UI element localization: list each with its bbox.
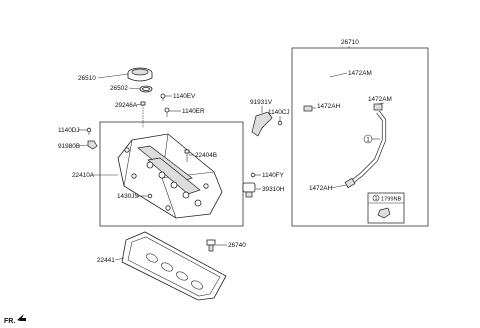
valve-cover-gasket [121, 231, 227, 301]
bolt-22404b [184, 149, 190, 162]
label-1140ER: 1140ER [182, 108, 205, 115]
callout-detail-box: 1 1799NB [367, 192, 405, 224]
label-22404B: 22404B [195, 152, 217, 159]
valve-cover [117, 133, 223, 219]
label-1472AM-right: 1472AM [368, 96, 392, 103]
ventilation-hose-group-box [291, 47, 429, 227]
bolt-1140ev [160, 93, 166, 101]
label-1140EV: 1140EV [173, 93, 196, 100]
label-29246A: 29246A [115, 102, 138, 109]
label-1140FY: 1140FY [262, 172, 285, 179]
bracket-91931v [251, 111, 273, 137]
valve-cover-group-box [99, 121, 244, 227]
clip-1799nb [377, 207, 391, 219]
label-1472AH-left: 1472AH [317, 103, 340, 110]
front-arrow-icon [17, 314, 26, 321]
bolt-1140cj [277, 120, 283, 126]
bolt-1140er [164, 107, 170, 117]
label-1140DJ: 1140DJ [58, 127, 80, 134]
bolt-1140fy [250, 172, 256, 178]
label-26710: 26710 [341, 39, 359, 46]
bolt-1140dj [86, 127, 92, 135]
label-22441: 22441 [97, 257, 115, 264]
fr-label: FR. [4, 318, 15, 325]
label-91931V: 91931V [250, 99, 273, 106]
label-26502: 26502 [110, 85, 128, 92]
detail-number: 1 [375, 196, 378, 202]
clip-91980b [87, 140, 98, 150]
label-26510: 26510 [78, 75, 96, 82]
label-1430JS: 1430JS [117, 193, 139, 200]
stud-29246a [140, 101, 146, 128]
label-1140CJ: 1140CJ [268, 109, 290, 116]
label-22410A: 22410A [72, 172, 95, 179]
callout-number: 1 [366, 136, 370, 143]
label-91980B: 91980B [58, 143, 80, 150]
pcv-valve-26740 [206, 239, 216, 252]
sensor-39310h [242, 182, 256, 198]
bolt-1430js [147, 193, 153, 199]
label-26740: 26740 [228, 242, 246, 249]
label-1472AM-top: 1472AM [348, 70, 372, 77]
oil-filler-cap [127, 67, 153, 82]
label-39310H: 39310H [262, 186, 285, 193]
cap-gasket [139, 85, 153, 93]
label-1799NB: 1799NB [381, 197, 401, 203]
ventilation-hose [303, 66, 387, 189]
front-direction-indicator: FR. [4, 314, 26, 325]
label-1472AH-bottom: 1472AH [309, 185, 332, 192]
